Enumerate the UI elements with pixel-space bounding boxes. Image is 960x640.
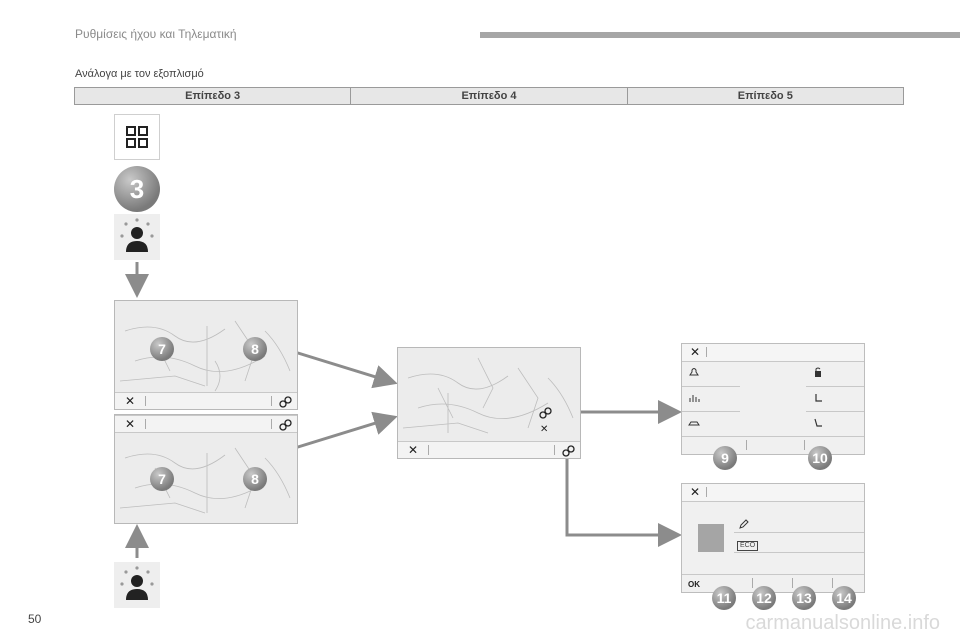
map-texture [402,357,574,434]
callout-11: 11 [712,586,736,610]
seat-icon[interactable] [812,392,824,404]
level-header-bar: Επίπεδο 3 Επίπεδο 4 Επίπεδο 5 [74,87,904,105]
map-texture [119,447,291,514]
level3-screen-bottom: ✕ 7 8 [114,414,298,524]
level3-screen-top: 7 8 ✕ [114,300,298,410]
step-3-badge: 3 [114,166,160,212]
callout-7: 7 [150,337,174,361]
ok-button[interactable]: OK [688,580,700,589]
car-icon[interactable] [688,417,700,429]
level5-profile-panel: ✕ ECO OK [681,483,865,593]
panel-top-bar: ✕ [682,344,864,362]
eco-badge[interactable]: ECO [737,541,759,551]
page-number: 50 [28,612,42,626]
screen-toolbar: ✕ [398,441,580,458]
header-rule [480,32,960,38]
page-header-title: Ρυθμίσεις ήχου και Τηλεματική [75,27,237,41]
callout-12: 12 [752,586,776,610]
callout-9: 9 [713,446,737,470]
callout-8: 8 [243,467,267,491]
watermark: carmanualsonline.info [745,612,940,634]
close-icon[interactable]: ✕ [690,345,701,359]
close-icon[interactable]: ✕ [125,417,136,431]
level-5-label: Επίπεδο 5 [737,90,793,102]
pencil-icon[interactable] [738,518,750,530]
close-icon[interactable]: ✕ [125,394,136,408]
close-icon[interactable]: ✕ [540,424,549,435]
panel-top-bar: ✕ [682,484,864,502]
screen-toolbar: ✕ [115,415,297,433]
level5-settings-panel: ✕ [681,343,865,455]
bell-icon[interactable] [688,366,700,378]
level-4-label: Επίπεδο 4 [351,88,628,104]
equipment-note: Ανάλογα με τον εξοπλισμό [75,68,204,80]
user-profile-icon [114,214,160,260]
settings-gears-icon[interactable] [538,406,552,420]
arrow-to-level5-bottom [565,455,682,547]
callout-8: 8 [243,337,267,361]
level-3-label: Επίπεδο 3 [75,88,352,104]
callout-7: 7 [150,467,174,491]
callout-13: 13 [792,586,816,610]
callout-14: 14 [832,586,856,610]
close-icon[interactable]: ✕ [408,443,419,457]
level4-screen: ✕ ✕ [397,347,581,459]
callout-10: 10 [808,446,832,470]
close-icon[interactable]: ✕ [690,485,701,499]
settings-gears-icon[interactable] [561,444,575,458]
settings-gears-icon[interactable] [278,418,292,432]
settings-gears-icon[interactable] [278,395,292,409]
apps-grid-icon [114,114,160,160]
screen-toolbar: ✕ [115,392,297,409]
equalizer-icon[interactable] [688,392,700,404]
lock-icon[interactable] [812,366,824,378]
seat-recline-icon[interactable] [812,417,824,429]
user-profile-icon [114,562,160,608]
profile-image-placeholder [698,524,724,552]
